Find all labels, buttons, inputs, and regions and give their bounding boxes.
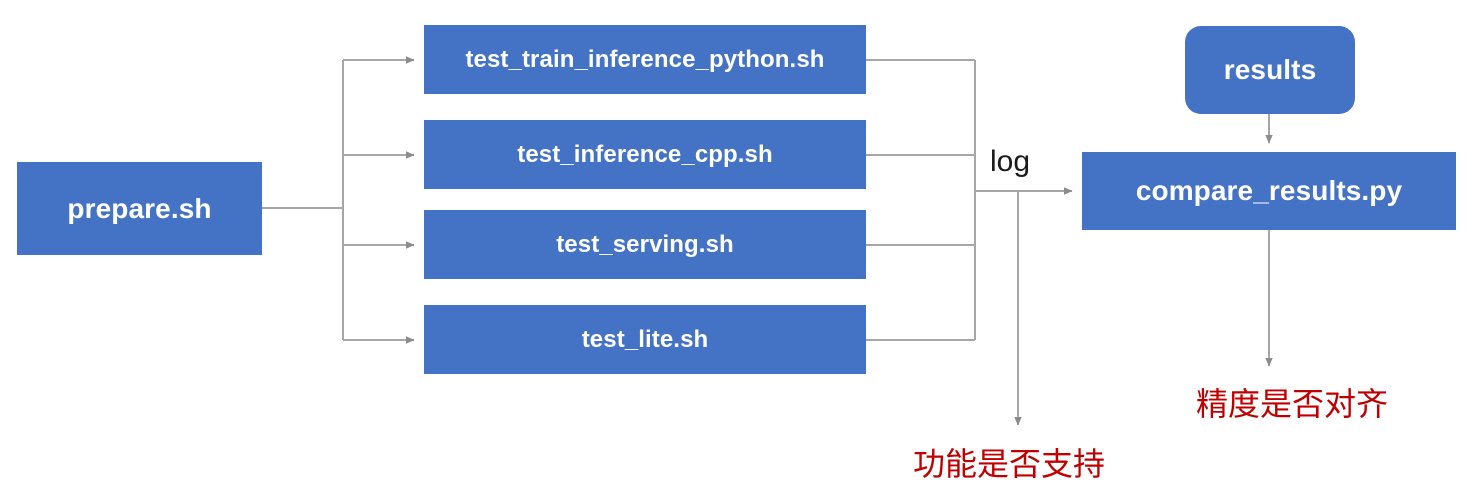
node-results[interactable]: results — [1185, 26, 1355, 114]
node-compare-results-py[interactable]: compare_results.py — [1082, 152, 1456, 230]
node-test-train-inference-python[interactable]: test_train_inference_python.sh — [424, 25, 866, 94]
node-test-serving[interactable]: test_serving.sh — [424, 210, 866, 279]
annotation-accuracy-aligned: 精度是否对齐 — [1196, 386, 1389, 422]
annotation-function-support: 功能是否支持 — [913, 446, 1106, 482]
edge-label-log: log — [990, 145, 1031, 178]
node-test-lite[interactable]: test_lite.sh — [424, 305, 866, 374]
node-prepare-sh[interactable]: prepare.sh — [17, 162, 262, 255]
node-test-inference-cpp[interactable]: test_inference_cpp.sh — [424, 120, 866, 189]
